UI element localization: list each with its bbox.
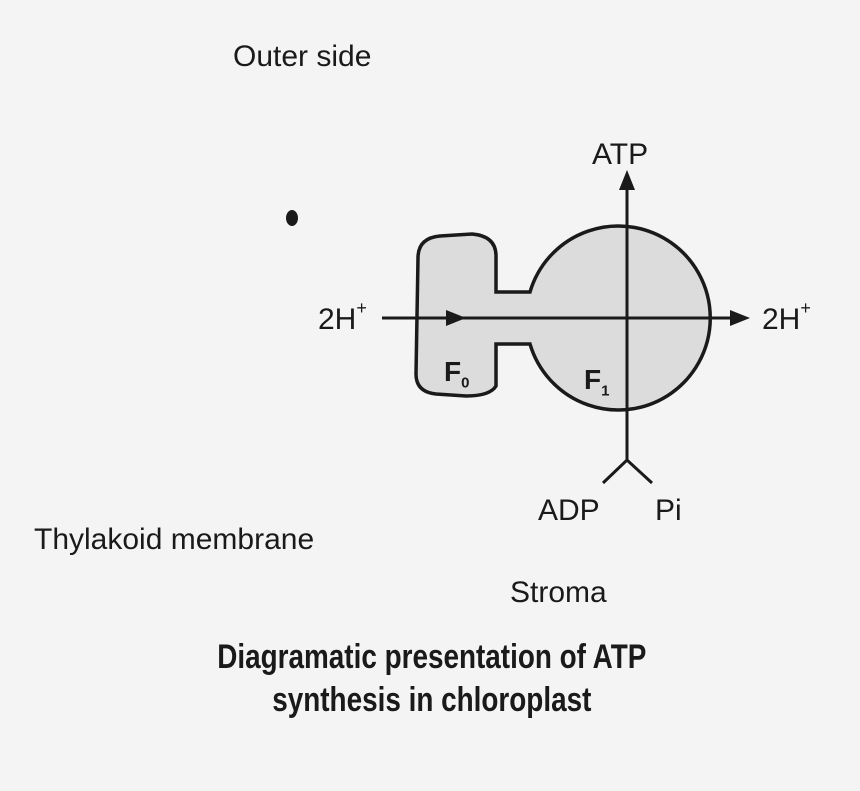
proton-in-label: 2H+ <box>318 299 367 336</box>
adp-pi-fork <box>601 457 654 485</box>
pi-label: Pi <box>655 494 682 527</box>
f0-label: F0 <box>444 358 469 391</box>
f1-text: F <box>584 364 602 395</box>
atp-arrowhead <box>619 170 635 190</box>
stroma-label: Stroma <box>510 576 607 609</box>
f0-text: F <box>444 356 462 387</box>
figure-caption: Diagramatic presentation of ATP synthesi… <box>79 636 784 721</box>
thylakoid-membrane-label: Thylakoid membrane <box>34 523 315 556</box>
proton-outer-arrowhead <box>730 310 750 326</box>
proton-inner-arrowhead <box>446 310 466 326</box>
caption-line-1: Diagramatic presentation of ATP <box>217 638 647 676</box>
atp-label: ATP <box>592 138 649 171</box>
adp-label: ADP <box>538 494 600 527</box>
outer-side-label: Outer side <box>233 40 372 73</box>
proton-in-text: 2H <box>318 303 357 336</box>
f1-label: F1 <box>584 366 609 399</box>
proton-out-text: 2H <box>762 303 801 336</box>
proton-out-label: 2H+ <box>762 299 811 336</box>
proton-out-charge: + <box>800 298 811 318</box>
proton-in-charge: + <box>356 298 367 318</box>
f1-subscript: 1 <box>601 382 610 400</box>
ink-dot <box>286 210 298 226</box>
caption-line-2: synthesis in chloroplast <box>272 680 592 719</box>
f0-subscript: 0 <box>461 374 470 392</box>
